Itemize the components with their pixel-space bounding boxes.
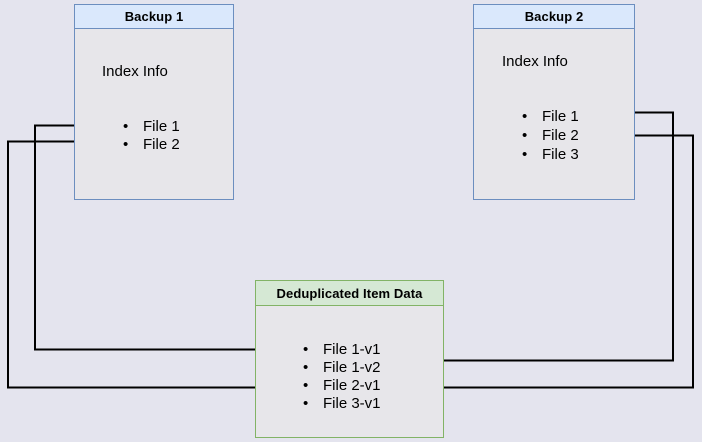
backup1-file-item: File 1 [117,118,180,136]
dedup-file-item: File 2-v1 [297,377,381,395]
backup1-file-item: File 2 [117,136,180,154]
backup1-header: Backup 1 [75,5,233,29]
backup2-header: Backup 2 [474,5,634,29]
dedup-file-item: File 1-v1 [297,341,381,359]
backup1-subtitle: Index Info [102,63,168,80]
backup1-title: Backup 1 [124,9,184,24]
backup2-file-list: File 1 File 2 File 3 [516,107,579,164]
backup2-box: Backup 2 Index Info File 1 File 2 File 3 [473,4,635,200]
dedup-file-list: File 1-v1 File 1-v2 File 2-v1 File 3-v1 [297,341,381,413]
backup2-subtitle: Index Info [502,53,568,70]
backup2-file-item: File 1 [516,107,579,126]
dedup-box: Deduplicated Item Data File 1-v1 File 1-… [255,280,444,438]
backup2-file-item: File 2 [516,126,579,145]
dedup-file-item: File 1-v2 [297,359,381,377]
dedup-file-item: File 3-v1 [297,395,381,413]
backup2-file-item: File 3 [516,145,579,164]
dedup-header: Deduplicated Item Data [256,281,443,306]
backup1-box: Backup 1 Index Info File 1 File 2 [74,4,234,200]
backup1-file-list: File 1 File 2 [117,118,180,154]
dedup-title: Deduplicated Item Data [276,285,423,301]
backup2-title: Backup 2 [524,9,584,24]
